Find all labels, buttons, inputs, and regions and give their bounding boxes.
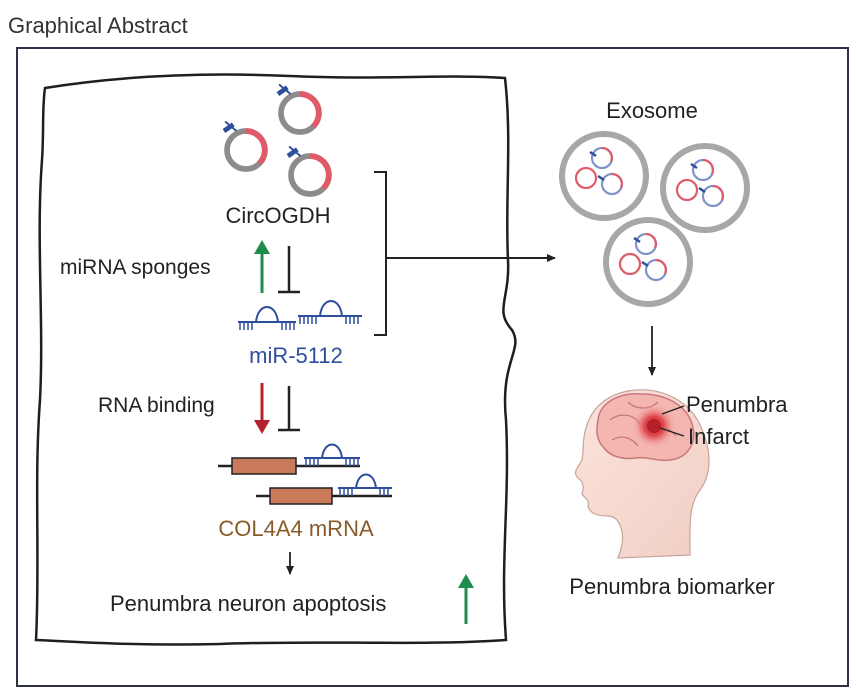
inhibition-bar-icon xyxy=(278,246,300,294)
circrna-molecule-3 xyxy=(287,147,329,195)
circrna-molecule-2 xyxy=(223,122,265,170)
mirna-molecules xyxy=(238,300,362,330)
exosome-vesicle-1 xyxy=(562,134,646,218)
infarct-label: Infarct xyxy=(688,424,749,449)
graphical-abstract-title: Graphical Abstract xyxy=(8,13,188,38)
rna-binding-label: RNA binding xyxy=(98,394,215,417)
green-up-arrow-icon-2 xyxy=(458,574,474,624)
mrna-strand-2 xyxy=(256,473,392,505)
apoptosis-label: Penumbra neuron apoptosis xyxy=(110,591,386,616)
penumbra-biomarker-label: Penumbra biomarker xyxy=(569,574,774,599)
exosome-label: Exosome xyxy=(606,98,698,123)
penumbra-label: Penumbra xyxy=(686,392,788,417)
mrna-strand-1 xyxy=(218,443,360,475)
abstract-frame xyxy=(16,47,849,687)
exosome-vesicle-2 xyxy=(663,146,747,230)
penumbra-pointer xyxy=(661,405,685,415)
secretion-bracket xyxy=(374,171,387,336)
circrna-molecule-1 xyxy=(277,85,319,133)
infarct-pointer xyxy=(659,427,685,437)
circogdh-label: CircOGDH xyxy=(225,203,330,228)
cell-outline xyxy=(34,73,517,646)
red-down-arrow-icon xyxy=(254,383,270,434)
mir-5112-label: miR-5112 xyxy=(249,343,343,368)
exosome-vesicle-3 xyxy=(606,220,690,304)
green-up-arrow-icon xyxy=(254,240,270,293)
mirna-sponges-label: miRNA sponges xyxy=(60,256,211,279)
inhibition-bar-icon-2 xyxy=(278,386,300,432)
brain-icon xyxy=(596,393,695,462)
col4a4-mrna-label: COL4A4 mRNA xyxy=(218,516,374,541)
